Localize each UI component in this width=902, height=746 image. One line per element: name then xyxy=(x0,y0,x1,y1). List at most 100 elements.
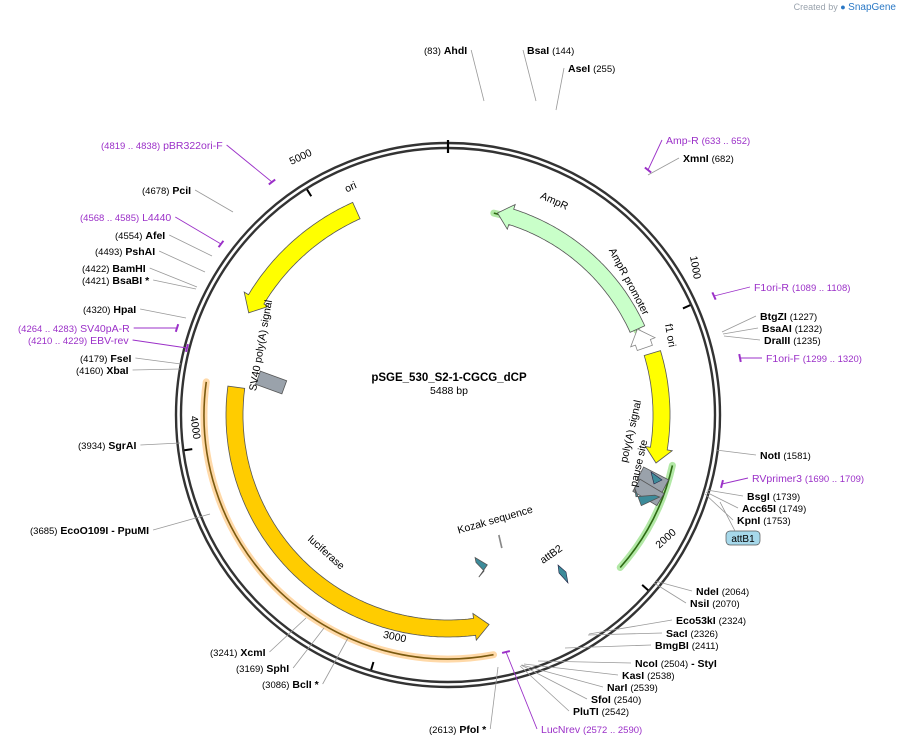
site-position: (682) xyxy=(712,154,734,165)
site-leader-line xyxy=(322,637,349,685)
site-leader-line xyxy=(722,327,759,335)
site-leader-line xyxy=(489,666,499,730)
snapgene-credit: Created by ● SnapGene xyxy=(794,2,896,13)
site-label: Eco53kI (2324) xyxy=(676,615,746,627)
site-name: SphI xyxy=(266,663,289,675)
primer-name: F1ori-R xyxy=(754,282,789,294)
primer-name: F1ori-F xyxy=(766,353,800,365)
site-leader-line xyxy=(564,644,652,649)
site-position: (2539) xyxy=(630,683,657,694)
site-leader-line xyxy=(521,664,604,688)
primer-pbr322ori-f: (4819 .. 4838) pBR322ori-F xyxy=(101,140,223,152)
site-label: (3685) EcoO109I - PpuMI xyxy=(30,525,149,537)
primer-label: F1ori-R (1089 .. 1108) xyxy=(754,282,850,294)
feature-f1-ori-arrow xyxy=(643,350,674,464)
orf-arc xyxy=(493,212,638,331)
site-label: BsaI (144) xyxy=(527,45,574,57)
site-name: BamHI xyxy=(112,263,145,275)
primer-binding-mark xyxy=(738,353,742,363)
site-position: (4320) xyxy=(83,305,110,316)
site-leader-line xyxy=(587,632,663,636)
site-noti: NotI (1581) xyxy=(760,450,811,462)
site-leader-line xyxy=(169,234,213,257)
site-name: SacI xyxy=(666,628,688,640)
site-leader-line xyxy=(153,279,197,290)
site-sphi: (3169) SphI xyxy=(236,663,289,675)
site-leader-line xyxy=(715,449,757,456)
site-name: PshAI xyxy=(125,246,155,258)
site-leader-line xyxy=(721,315,757,333)
site-position: (2542) xyxy=(602,707,629,718)
site-sfoi: SfoI (2540) xyxy=(591,694,641,706)
site-name-alt: - PpuMI xyxy=(111,525,149,537)
primer-label: (4819 .. 4838) pBR322ori-F xyxy=(101,140,223,152)
site-label: BsaAI (1232) xyxy=(762,323,822,335)
site-leader-line xyxy=(269,617,307,653)
site-label: AseI (255) xyxy=(568,63,615,75)
site-leader-line xyxy=(194,189,234,213)
feature-attb1-arrow xyxy=(634,487,661,507)
site-bsabi: (4421) BsaBI * xyxy=(82,275,150,287)
site-leader-line xyxy=(470,49,485,102)
kozak-sequence-marker xyxy=(498,534,503,549)
primer-leader-line xyxy=(226,144,273,183)
site-name: Eco53kI xyxy=(676,615,716,627)
site-pshai: (4493) PshAI xyxy=(95,246,155,258)
primer-name: LucNrev xyxy=(541,724,581,736)
site-position: (2540) xyxy=(614,695,641,706)
site-bsgi: BsgI (1739) xyxy=(747,491,800,503)
site-asei: AseI (255) xyxy=(568,63,615,75)
site-leader-line xyxy=(654,580,693,592)
primer-range: (1089 .. 1108) xyxy=(792,283,850,294)
site-acc65i: Acc65I (1749) xyxy=(742,503,806,515)
primer-range: (4819 .. 4838) xyxy=(101,141,160,152)
primer-leader-line xyxy=(132,339,188,349)
site-nsii: NsiI (2070) xyxy=(690,598,740,610)
primer-binding-mark xyxy=(711,291,717,301)
site-label: BsgI (1739) xyxy=(747,491,800,503)
primer-binding-mark xyxy=(174,323,180,333)
feature-luciferase-arrow xyxy=(225,385,490,642)
site-position: (1232) xyxy=(795,324,822,335)
primer-leader-line xyxy=(505,651,538,730)
orf-arc xyxy=(619,465,674,569)
attb1-leader xyxy=(719,501,736,532)
primer-name: pBR322ori-F xyxy=(163,140,223,152)
site-label: (4678) PciI xyxy=(142,185,191,197)
site-leader-line xyxy=(519,665,570,712)
site-name: NdeI xyxy=(696,586,719,598)
site-ahdi: (83) AhdI xyxy=(424,45,467,57)
site-label: PluTI (2542) xyxy=(573,706,629,718)
site-pcii: (4678) PciI xyxy=(142,185,191,197)
site-name: EcoO109I xyxy=(60,525,108,537)
primer-name: SV40pA-R xyxy=(80,323,130,335)
site-leader-line xyxy=(704,493,734,521)
plasmid-center: pSGE_530_S2-1-CGCG_dCP 5488 bp xyxy=(371,372,527,397)
site-label: NcoI (2504) - StyI xyxy=(635,658,717,670)
site-pluti: PluTI (2542) xyxy=(573,706,629,718)
site-name: AfeI xyxy=(145,230,165,242)
site-position: (4554) xyxy=(115,231,142,242)
site-leader-line xyxy=(135,357,182,365)
plasmid-name: pSGE_530_S2-1-CGCG_dCP xyxy=(371,372,527,384)
site-name: FseI xyxy=(110,353,131,365)
site-position: (83) xyxy=(424,46,441,57)
site-name: PfoI * xyxy=(459,724,487,736)
site-name: AhdI xyxy=(444,45,467,57)
primer-leader-line xyxy=(721,477,749,485)
site-name: KpnI xyxy=(737,515,760,527)
site-name: PciI xyxy=(172,185,191,197)
site-name: BsaBI * xyxy=(112,275,150,287)
feature-label-ampr: AmpR xyxy=(538,190,570,213)
site-position: (1753) xyxy=(763,516,790,527)
site-name: NarI xyxy=(607,682,628,694)
site-name: KasI xyxy=(622,670,644,682)
site-fsei: (4179) FseI xyxy=(80,353,131,365)
site-leader-line xyxy=(523,663,619,676)
site-position: (3086) xyxy=(262,680,289,691)
site-position: (1739) xyxy=(773,492,800,503)
feature-label-ori: ori xyxy=(343,179,359,195)
site-label: BtgZI (1227) xyxy=(760,311,817,323)
feature-label-attb2: attB2 xyxy=(538,543,565,567)
